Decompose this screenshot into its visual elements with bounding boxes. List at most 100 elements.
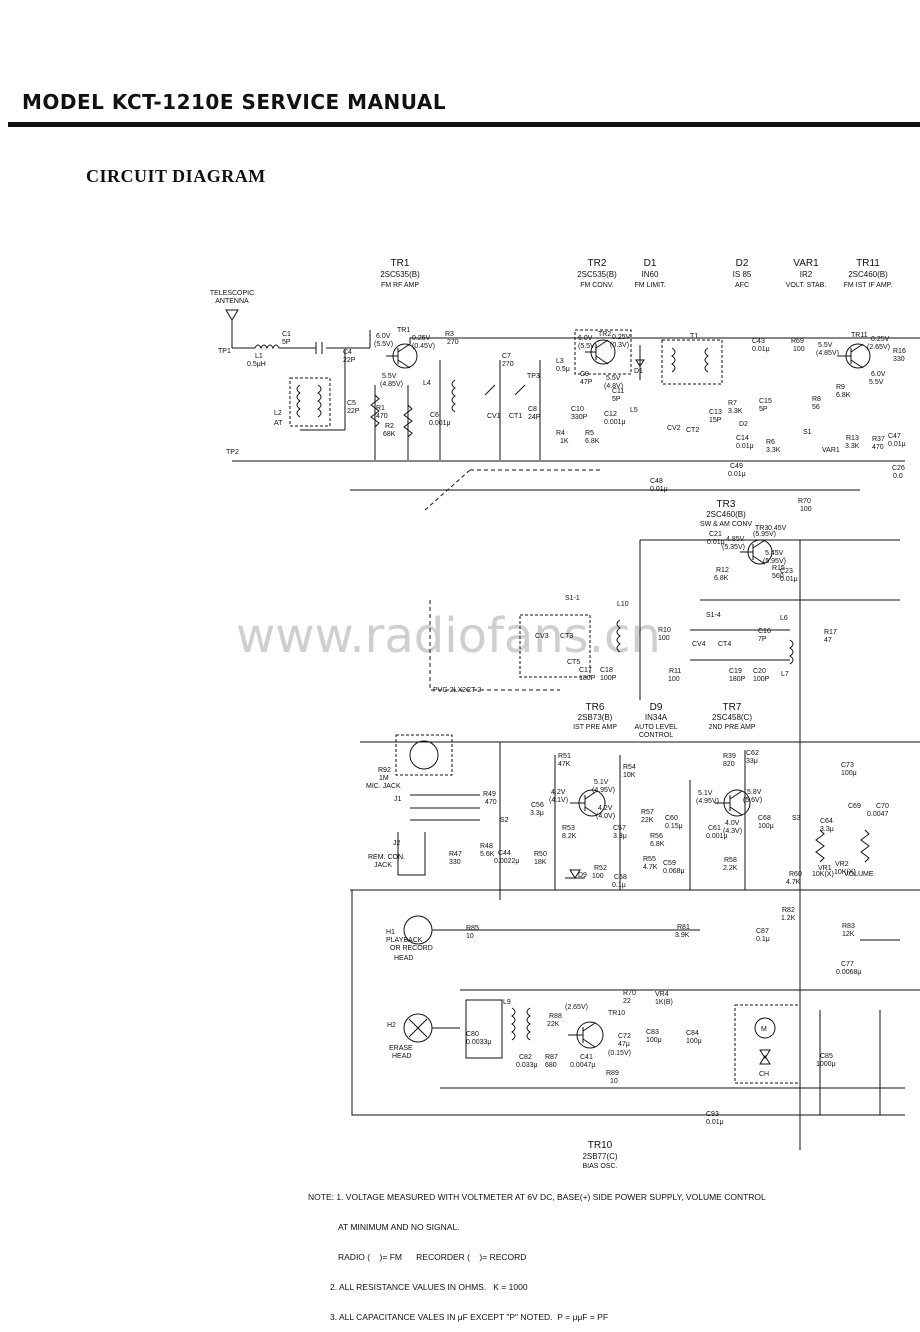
antenna-label-2: ANTENNA — [215, 298, 249, 305]
component-label: 3.9K — [675, 932, 690, 939]
component-label: S1-1 — [565, 595, 580, 602]
component-label: 0.01μ — [888, 441, 906, 448]
component-label: (4.1V) — [549, 797, 568, 804]
component-label: 3.3K — [845, 443, 860, 450]
tr6-ref: TR6 — [586, 702, 605, 713]
component-label: R69 — [791, 338, 804, 345]
component-label: (4.85V) — [380, 381, 403, 388]
d9-ref: D9 — [650, 702, 663, 713]
component-label: R56 — [650, 833, 663, 840]
component-label: L6 — [780, 615, 788, 622]
component-label: C49 — [730, 463, 743, 470]
component-label: L4 — [423, 380, 431, 387]
component-label: 6.0V — [578, 335, 593, 342]
component-label: 5P — [282, 339, 291, 346]
component-label: R13 — [846, 435, 859, 442]
component-label: 0.45V — [768, 525, 787, 532]
component-label: (4.95V) — [696, 798, 719, 805]
component-label: CT3 — [560, 633, 573, 640]
component-label: 47P — [580, 379, 593, 386]
component-label: T1 — [690, 333, 698, 340]
component-label: (5.6V) — [743, 797, 762, 804]
component-label: C26 — [892, 465, 905, 472]
component-label: C68 — [758, 815, 771, 822]
d9-desc: AUTO LEVEL — [634, 724, 677, 731]
component-label: H2 — [387, 1022, 396, 1029]
d9-type: IN34A — [645, 713, 668, 722]
component-label: 180P — [729, 676, 746, 683]
antenna-label-1: TELESCOPIC — [210, 290, 254, 297]
component-label: CV4 — [692, 641, 706, 648]
component-label: R70 — [623, 990, 636, 997]
schematic-wiring — [232, 329, 920, 1150]
component-label: R57 — [641, 809, 654, 816]
component-label: 6.8K — [585, 438, 600, 445]
d1-label: D1 IN60 FM LIMIT. — [634, 258, 665, 289]
component-label: R52 — [594, 865, 607, 872]
component-label: 6.0V — [871, 371, 886, 378]
d9-desc2: CONTROL — [639, 732, 673, 739]
component-label: L10 — [617, 601, 629, 608]
component-label: 0.01μ — [707, 539, 725, 546]
component-label: R70 — [798, 498, 811, 505]
tr2-type: 2SC535(B) — [577, 270, 617, 279]
component-label: C15 — [759, 398, 772, 405]
component-label: 0.0033μ — [466, 1039, 491, 1046]
component-label: R8 — [812, 396, 821, 403]
component-label: 560 — [772, 573, 784, 580]
component-label: (4.95V) — [592, 787, 615, 794]
component-label: R12 — [716, 567, 729, 574]
component-label: 10K — [623, 772, 636, 779]
component-label: 47 — [824, 637, 832, 644]
component-label: C48 — [650, 478, 663, 485]
component-label: C23 — [780, 568, 793, 575]
component-label: 3.3μ — [530, 810, 544, 817]
component-label: 0.0022μ — [494, 858, 519, 865]
var1-ref: VAR1 — [793, 258, 819, 269]
component-label: 4.2V — [598, 805, 613, 812]
component-label: 0.001μ — [429, 420, 451, 427]
component-label: 0.1μ — [612, 882, 626, 889]
tr7-type: 2SC458(C) — [712, 713, 752, 722]
component-label: TP3 — [527, 373, 540, 380]
tr11-label: TR11 2SC460(B) FM IST IF AMP. — [844, 258, 893, 289]
tr1-type: 2SC535(B) — [380, 270, 420, 279]
component-label: AT — [274, 420, 283, 427]
component-label: ERASE — [389, 1045, 413, 1052]
component-label: C41 — [580, 1054, 593, 1061]
component-labels: TP1L10.5μHC15PC422PC522PL2AT6.0V(5.5V)TR… — [218, 327, 906, 1126]
component-label: R4 — [556, 430, 565, 437]
component-label: TP1 — [218, 348, 231, 355]
component-label: 3.3K — [766, 447, 781, 454]
component-label: VR2 — [835, 861, 849, 868]
tr6-type: 2SB73(B) — [578, 713, 613, 722]
component-label: 0.01μ — [706, 1119, 724, 1126]
component-label: S1 — [803, 429, 812, 436]
component-label: C47 — [888, 433, 901, 440]
component-label: 330 — [449, 859, 461, 866]
component-label: L1 — [255, 353, 263, 360]
component-label: C84 — [686, 1030, 699, 1037]
component-label: J1 — [394, 796, 402, 803]
component-label: 0.0047μ — [570, 1062, 595, 1069]
component-label: 5.5V — [818, 342, 833, 349]
component-label: C18 — [600, 667, 613, 674]
component-label: 100 — [800, 506, 812, 513]
component-label: R51 — [558, 753, 571, 760]
component-label: R89 — [606, 1070, 619, 1077]
component-label: 0.01μ — [728, 471, 746, 478]
component-label: 5P — [759, 406, 768, 413]
component-label: L3 — [556, 358, 564, 365]
component-label: CT4 — [718, 641, 731, 648]
d1-type: IN60 — [642, 270, 659, 279]
tr2-desc: FM CONV. — [580, 282, 614, 289]
component-label: C60 — [665, 815, 678, 822]
component-label: 0.0047 — [867, 811, 889, 818]
component-label: C6 — [430, 412, 439, 419]
tr1-label: TR1 2SC535(B) FM RF AMP — [380, 258, 420, 289]
component-label: 0.5μH — [247, 361, 266, 368]
component-label: C58 — [614, 874, 627, 881]
component-label: C44 — [498, 850, 511, 857]
component-label: VR4 — [655, 991, 669, 998]
tr11-ref: TR11 — [856, 258, 880, 269]
